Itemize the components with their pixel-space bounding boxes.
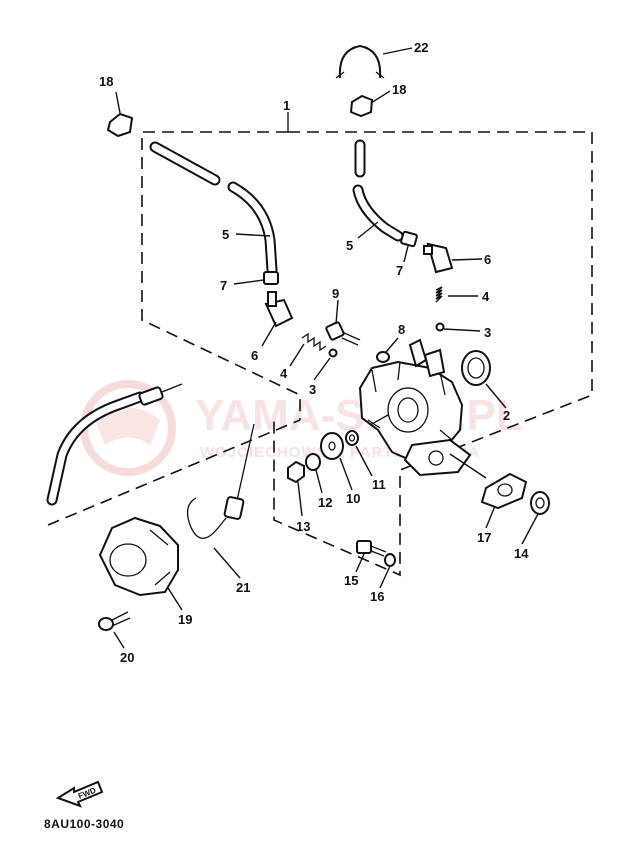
callout-18-left: 18 (99, 74, 113, 89)
part-3-ball-right (435, 322, 445, 332)
part-10-gear (320, 432, 344, 460)
callout-17: 17 (477, 530, 491, 545)
callout-9: 9 (332, 286, 339, 301)
callout-7-right: 7 (396, 263, 403, 278)
callout-6-right: 6 (484, 252, 491, 267)
part-7-clamp-left (263, 271, 279, 285)
part-5-hose-right (352, 139, 404, 242)
callout-14: 14 (514, 546, 529, 561)
part-2-seal (461, 350, 491, 386)
part-4-spring-right (435, 286, 443, 303)
part-18-cap-left (106, 112, 134, 138)
part-3-ball-left (328, 348, 338, 358)
callout-19: 19 (178, 612, 192, 627)
part-9-bolt (325, 321, 361, 346)
part-4-spring-left (301, 332, 327, 352)
pump-shaft (369, 414, 389, 426)
callout-13: 13 (296, 519, 310, 534)
callout-labels: 22 18 18 1 5 5 7 7 6 6 4 4 3 3 9 8 2 10 … (99, 40, 529, 665)
fwd-arrow: FWD (55, 780, 104, 808)
part-21-cable (186, 423, 255, 539)
diagram-code: 8AU100-3040 (44, 817, 124, 831)
part-11-washer (345, 430, 359, 446)
callout-4-right: 4 (482, 289, 490, 304)
part-14-washer (530, 491, 550, 515)
part-6-fitting-right (423, 242, 454, 274)
callout-18-right: 18 (392, 82, 406, 97)
leader-lines (113, 47, 539, 649)
callout-12: 12 (318, 495, 332, 510)
callout-1: 1 (283, 98, 290, 113)
callout-7-left: 7 (220, 278, 227, 293)
callout-2: 2 (503, 408, 510, 423)
callout-11: 11 (372, 477, 386, 492)
part-6-fitting-left (264, 291, 294, 328)
callout-16: 16 (370, 589, 384, 604)
callout-5-left: 5 (222, 227, 229, 242)
callout-6-left: 6 (251, 348, 258, 363)
part-8-washer (376, 351, 390, 363)
assembly-boundary (141, 131, 301, 420)
oil-delivery-pipe (46, 383, 183, 506)
part-7-clamp-right (400, 230, 418, 248)
oil-pump-body (358, 338, 472, 477)
callout-5-right: 5 (346, 238, 353, 253)
watermark-logo-mark (95, 407, 160, 445)
callout-10: 10 (346, 491, 360, 506)
part-13-nut (287, 460, 305, 484)
part-12-washer (305, 453, 321, 471)
part-19-pump-cover (98, 516, 179, 597)
part-16-washer (384, 553, 396, 567)
callout-21: 21 (236, 580, 250, 595)
callout-4-left: 4 (280, 366, 288, 381)
part-22-clip (335, 44, 385, 79)
callout-3-left: 3 (309, 382, 316, 397)
part-5-hose-left (149, 141, 278, 276)
assembly-boundary-right (273, 131, 593, 577)
part-15-bolt (356, 540, 387, 557)
callout-8: 8 (398, 322, 405, 337)
watermark-main: YAMA-SHOP.PL (195, 391, 523, 440)
part-20-screw (98, 611, 131, 631)
callout-3-right: 3 (484, 325, 491, 340)
part-18-cap-right (349, 94, 374, 118)
callout-15: 15 (344, 573, 358, 588)
callout-20: 20 (120, 650, 134, 665)
divider-line (47, 419, 301, 526)
callout-22: 22 (414, 40, 428, 55)
part-17-gasket (480, 472, 528, 510)
